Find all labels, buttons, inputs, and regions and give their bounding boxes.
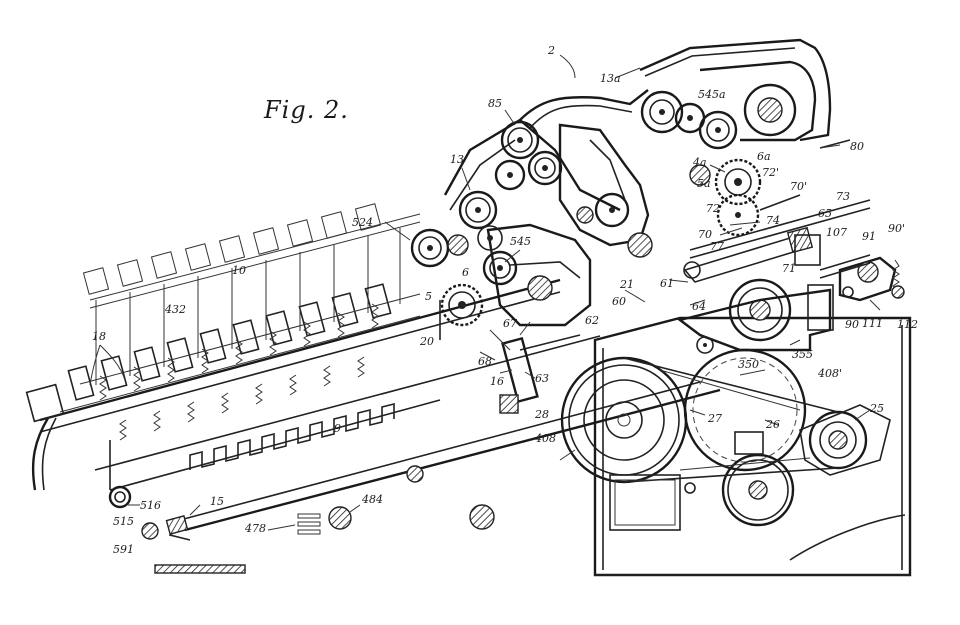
ref-111: 111 xyxy=(862,317,883,330)
ref-60: 60 xyxy=(612,295,626,308)
ref-5a: 5a xyxy=(697,177,711,190)
figure-title: Fig. 2. xyxy=(263,96,349,124)
ref-408p: 408' xyxy=(817,367,842,380)
key-stems xyxy=(59,203,421,470)
ref-13a: 13a xyxy=(600,72,621,85)
rollers xyxy=(410,83,797,327)
ref-64: 64 xyxy=(692,300,706,313)
ref-112: 112 xyxy=(897,318,918,331)
ref-90p: 90' xyxy=(888,222,905,235)
ref-545a: 545a xyxy=(698,88,726,101)
ref-21: 21 xyxy=(619,278,634,291)
ref-2: 2 xyxy=(547,44,555,57)
ref-107: 107 xyxy=(826,226,847,239)
ref-432: 432 xyxy=(164,303,186,316)
ref-90: 90 xyxy=(845,318,859,331)
ref-16: 16 xyxy=(490,375,504,388)
ref-478: 478 xyxy=(244,522,266,535)
ref-515: 515 xyxy=(113,515,134,528)
ref-85: 85 xyxy=(488,97,502,110)
inclined-frame xyxy=(25,278,721,541)
ref-25: 25 xyxy=(869,402,884,415)
ref-77: 77 xyxy=(710,240,724,253)
ref-28: 28 xyxy=(534,408,549,421)
lower-cabinet xyxy=(499,139,912,577)
ref-72: 72 xyxy=(706,202,720,215)
ref-20: 20 xyxy=(419,335,434,348)
ref-73: 73 xyxy=(836,190,850,203)
ref-516: 516 xyxy=(140,499,161,512)
ref-4a: 4a xyxy=(692,156,707,169)
ref-545: 545 xyxy=(510,235,531,248)
reference-numerals: 2 13a 545a 85 80 4a 6a 5a 72' 70' 13 73 … xyxy=(92,44,918,556)
ref-5: 5 xyxy=(425,290,432,303)
ref-15: 15 xyxy=(210,495,224,508)
ref-524: 524 xyxy=(352,216,373,229)
ref-10: 10 xyxy=(232,264,246,277)
ref-91: 91 xyxy=(862,230,876,243)
ref-27: 27 xyxy=(707,412,722,425)
ref-591: 591 xyxy=(113,543,134,556)
ref-355: 355 xyxy=(792,348,813,361)
ref-68: 68 xyxy=(478,355,492,368)
ref-26: 26 xyxy=(765,418,780,431)
ref-9: 9 xyxy=(334,422,341,435)
ref-13: 13 xyxy=(450,153,464,166)
ref-72p: 72' xyxy=(762,166,779,179)
ref-6: 6 xyxy=(462,266,469,279)
ref-80: 80 xyxy=(850,140,864,153)
ref-408: 408 xyxy=(534,432,556,445)
ref-484: 484 xyxy=(361,493,383,506)
ref-70: 70 xyxy=(698,228,712,241)
ref-71: 71 xyxy=(782,262,796,275)
ref-6a: 6a xyxy=(757,150,771,163)
loose-parts xyxy=(108,465,495,574)
ref-18: 18 xyxy=(92,330,106,343)
ref-74: 74 xyxy=(766,214,780,227)
ref-63: 63 xyxy=(535,372,549,385)
ref-350: 350 xyxy=(738,358,759,371)
ref-65: 65 xyxy=(818,207,832,220)
ref-61: 61 xyxy=(660,277,674,290)
ref-67: 67 xyxy=(503,317,517,330)
leader-lines xyxy=(89,54,881,531)
ref-70p: 70' xyxy=(790,180,807,193)
ref-62: 62 xyxy=(585,314,599,327)
